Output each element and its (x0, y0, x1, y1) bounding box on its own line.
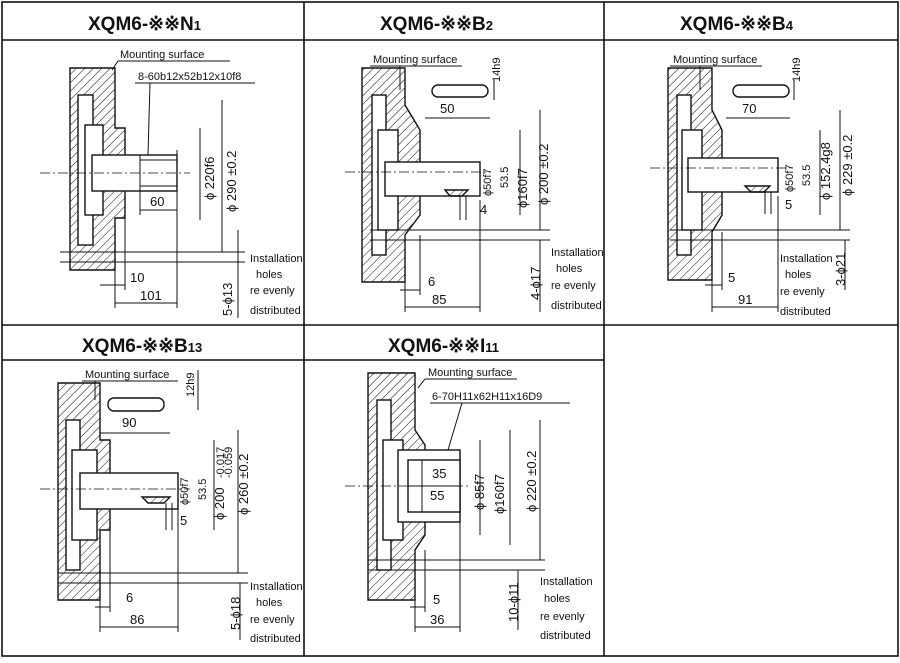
svg-text:5: 5 (180, 513, 187, 528)
svg-text:re evenly: re evenly (780, 286, 825, 298)
svg-text:holes: holes (544, 593, 571, 605)
svg-text:14h9: 14h9 (491, 58, 503, 82)
svg-text:Installation: Installation (540, 576, 593, 588)
svg-text:10-ϕ11: 10-ϕ11 (506, 582, 521, 622)
svg-text:3-ϕ21: 3-ϕ21 (833, 253, 848, 286)
svg-text:86: 86 (130, 612, 144, 627)
spline-spec: 6-70H11x62H11x16D9 (432, 391, 542, 403)
svg-text:101: 101 (140, 288, 162, 303)
svg-text:re evenly: re evenly (540, 611, 585, 623)
svg-text:ϕ 220f6: ϕ 220f6 (202, 157, 217, 200)
svg-text:holes: holes (556, 263, 583, 275)
svg-text:ϕ 220 ±0.2: ϕ 220 ±0.2 (524, 451, 539, 512)
cell-title: XQM6-※※B2 (380, 14, 493, 35)
svg-text:4: 4 (480, 202, 487, 217)
svg-text:36: 36 (430, 612, 444, 627)
svg-text:70: 70 (742, 101, 756, 116)
svg-text:distributed: distributed (780, 306, 831, 318)
svg-text:ϕ160f7: ϕ160f7 (515, 168, 530, 208)
key-slot (431, 84, 489, 98)
svg-text:ϕ50f7: ϕ50f7 (784, 164, 796, 192)
cell-b13: XQM6-※※B13 Mounting surface 90 12h9 ϕ50f… (40, 336, 303, 645)
svg-text:-0.059: -0.059 (223, 447, 235, 478)
svg-text:holes: holes (256, 269, 283, 281)
cell-b2: XQM6-※※B2 Mounting surface 50 14h9 ϕ50f7… (345, 14, 604, 312)
svg-text:5-ϕ18: 5-ϕ18 (228, 597, 243, 630)
install-note: Installation holes re evenly distributed (250, 253, 303, 317)
svg-text:6: 6 (126, 590, 133, 605)
mounting-surface-label: Mounting surface (428, 367, 512, 379)
key-slot (107, 397, 165, 412)
svg-text:55: 55 (430, 488, 444, 503)
cell-n1: XQM6-※※N1 Mounting surface 8-60b12x52b12… (40, 14, 303, 318)
svg-text:holes: holes (256, 597, 283, 609)
svg-text:60: 60 (150, 194, 164, 209)
svg-text:ϕ 229 ±0.2: ϕ 229 ±0.2 (840, 135, 855, 196)
cell-b4: XQM6-※※B4 Mounting surface 70 14h9 ϕ50f7… (650, 14, 855, 318)
svg-text:ϕ 152.4g8: ϕ 152.4g8 (818, 142, 833, 200)
svg-text:ϕ 200: ϕ 200 (212, 487, 227, 520)
mounting-surface-label: Mounting surface (673, 54, 757, 66)
svg-text:10: 10 (130, 270, 144, 285)
svg-text:re evenly: re evenly (250, 614, 295, 626)
svg-text:ϕ 200 ±0.2: ϕ 200 ±0.2 (536, 144, 551, 205)
svg-text:re evenly: re evenly (250, 285, 295, 297)
install-note: Installation holes re evenly distributed (250, 581, 303, 645)
install-note: Installation holes re evenly distributed (540, 576, 593, 642)
svg-text:91: 91 (738, 292, 752, 307)
svg-text:re evenly: re evenly (551, 280, 596, 292)
svg-text:53.5: 53.5 (499, 167, 511, 188)
svg-text:ϕ50f7: ϕ50f7 (482, 168, 494, 196)
svg-text:35: 35 (432, 466, 446, 481)
svg-text:53.5: 53.5 (197, 479, 209, 500)
svg-text:distributed: distributed (551, 300, 602, 312)
svg-text:-0.017: -0.017 (215, 447, 227, 478)
mounting-surface-label: Mounting surface (373, 54, 457, 66)
svg-text:Installation: Installation (551, 247, 604, 259)
svg-text:ϕ 290 ±0.2: ϕ 290 ±0.2 (224, 151, 239, 212)
svg-text:85: 85 (432, 292, 446, 307)
svg-text:5: 5 (728, 270, 735, 285)
cell-title: XQM6-※※N1 (88, 14, 201, 35)
svg-text:5: 5 (785, 197, 792, 212)
svg-text:14h9: 14h9 (791, 58, 803, 82)
mounting-surface-label: Mounting surface (120, 49, 204, 61)
svg-text:ϕ 85f7: ϕ 85f7 (472, 474, 487, 510)
svg-text:distributed: distributed (250, 633, 301, 645)
svg-text:Installation: Installation (250, 253, 303, 265)
cell-title: XQM6-※※I11 (388, 336, 499, 357)
svg-text:Installation: Installation (780, 253, 833, 265)
mounting-surface-label: Mounting surface (85, 369, 169, 381)
key-slot (732, 84, 790, 98)
svg-text:5-ϕ13: 5-ϕ13 (220, 283, 235, 316)
svg-text:5: 5 (433, 592, 440, 607)
cell-i11: XQM6-※※I11 Mounting surface 6-70H11x62H1… (345, 336, 593, 642)
svg-text:Installation: Installation (250, 581, 303, 593)
cell-title: XQM6-※※B4 (680, 14, 794, 35)
svg-text:ϕ 260 ±0.2: ϕ 260 ±0.2 (236, 454, 251, 515)
svg-text:ϕ50f7: ϕ50f7 (179, 477, 191, 505)
svg-text:ϕ160f7: ϕ160f7 (492, 474, 507, 514)
install-note: Installation holes re evenly distributed (551, 247, 604, 312)
spline-spec: 8-60b12x52b12x10f8 (138, 71, 241, 83)
cell-title: XQM6-※※B13 (82, 336, 202, 357)
install-note: Installation holes re evenly distributed (780, 253, 833, 318)
svg-text:90: 90 (122, 415, 136, 430)
svg-text:4-ϕ17: 4-ϕ17 (528, 267, 543, 300)
svg-text:distributed: distributed (250, 305, 301, 317)
svg-text:12h9: 12h9 (185, 373, 197, 397)
svg-text:50: 50 (440, 101, 454, 116)
svg-text:6: 6 (428, 274, 435, 289)
svg-text:distributed: distributed (540, 630, 591, 642)
svg-text:53.5: 53.5 (801, 165, 813, 186)
svg-text:holes: holes (785, 269, 812, 281)
